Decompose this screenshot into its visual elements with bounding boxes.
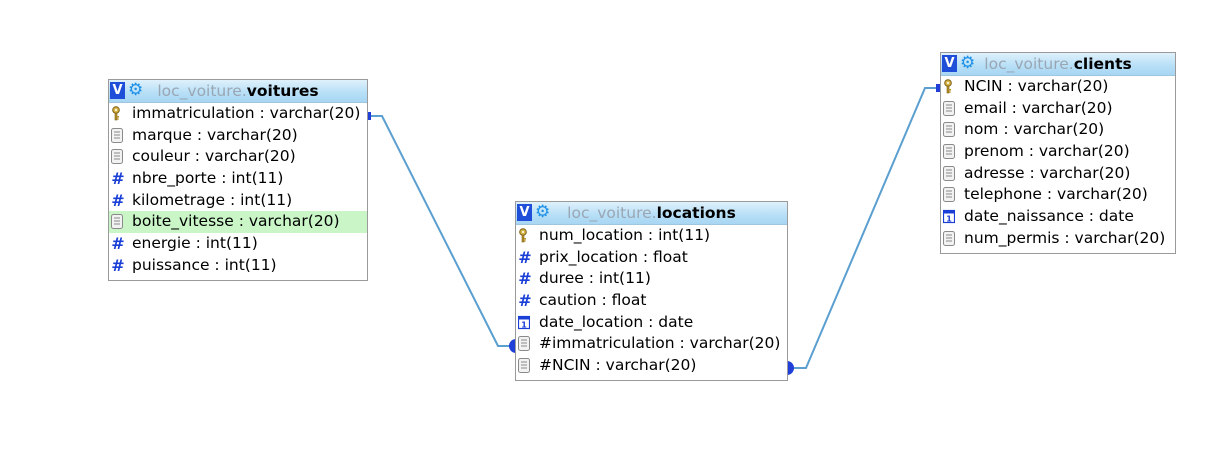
- key-icon: [518, 225, 532, 247]
- column-label: #NCIN : varchar(20): [539, 356, 697, 375]
- svg-text:1: 1: [521, 320, 527, 329]
- column-row[interactable]: # energie : int(11): [109, 233, 367, 255]
- relation-endpoint-voitures: [367, 112, 371, 120]
- column-label: telephone : varchar(20): [964, 185, 1148, 204]
- column-label: immatriculation : varchar(20): [132, 104, 361, 122]
- field-icon: [943, 119, 957, 141]
- column-label: nom : varchar(20): [964, 120, 1105, 139]
- relation-endpoint-clients: [936, 84, 940, 92]
- field-icon: [111, 125, 125, 147]
- hash-icon: #: [111, 255, 125, 275]
- date-icon: 1: [518, 312, 532, 334]
- column-label: caution : float: [539, 291, 647, 310]
- column-row[interactable]: #immatriculation : varchar(20): [516, 333, 787, 355]
- column-row[interactable]: couleur : varchar(20): [109, 146, 367, 168]
- field-icon: [111, 146, 125, 168]
- gear-icon[interactable]: ⚙: [128, 80, 144, 100]
- column-row[interactable]: # kilometrage : int(11): [109, 190, 367, 212]
- column-row[interactable]: NCIN : varchar(20): [941, 76, 1175, 98]
- relation-line-immatriculation: [370, 115, 512, 347]
- column-label: energie : int(11): [132, 234, 258, 253]
- column-row[interactable]: email : varchar(20): [941, 98, 1175, 120]
- column-label: nbre_porte : int(11): [132, 169, 284, 188]
- hash-icon: #: [518, 291, 532, 311]
- field-icon: [943, 98, 957, 120]
- column-row[interactable]: # prix_location : float: [516, 247, 787, 269]
- relation-endpoint-locations-immat: [509, 339, 516, 353]
- field-icon: [943, 163, 957, 185]
- column-row[interactable]: telephone : varchar(20): [941, 184, 1175, 206]
- hash-icon: #: [111, 190, 125, 210]
- table-header[interactable]: V ⚙ loc_voiture.voitures: [109, 80, 367, 103]
- column-label: marque : varchar(20): [132, 125, 298, 144]
- key-icon: [943, 76, 957, 98]
- column-label: date_location : date: [539, 312, 694, 331]
- field-icon: [111, 211, 125, 233]
- key-icon: [111, 103, 125, 125]
- table-locations[interactable]: V ⚙ loc_voiture.locations num_location :…: [515, 201, 788, 381]
- column-row[interactable]: 1 date_naissance : date: [941, 206, 1175, 228]
- hash-icon: #: [518, 247, 532, 267]
- column-label: NCIN : varchar(20): [964, 77, 1109, 95]
- table-clients[interactable]: V ⚙ loc_voiture.clients NCIN : varchar(2…: [940, 52, 1176, 254]
- column-label: adresse : varchar(20): [964, 163, 1131, 182]
- column-label: num_location : int(11): [539, 226, 711, 244]
- relation-line-ncin: [790, 87, 939, 369]
- column-row[interactable]: # caution : float: [516, 290, 787, 312]
- table-header[interactable]: V ⚙ loc_voiture.clients: [941, 53, 1175, 76]
- column-label: kilometrage : int(11): [132, 190, 293, 209]
- column-label: #immatriculation : varchar(20): [539, 334, 781, 353]
- column-row[interactable]: prenom : varchar(20): [941, 141, 1175, 163]
- field-icon: [943, 141, 957, 163]
- column-row[interactable]: num_location : int(11): [516, 225, 787, 247]
- field-icon: [943, 184, 957, 206]
- column-label: num_permis : varchar(20): [964, 228, 1166, 247]
- column-row[interactable]: immatriculation : varchar(20): [109, 103, 367, 125]
- hash-icon: #: [111, 234, 125, 254]
- column-label: boite_vitesse : varchar(20): [132, 212, 340, 231]
- column-label: date_naissance : date: [964, 207, 1134, 226]
- field-icon: [943, 228, 957, 250]
- svg-text:1: 1: [946, 214, 952, 223]
- field-icon: [518, 355, 532, 377]
- view-icon[interactable]: V: [110, 82, 125, 99]
- column-row[interactable]: 1 date_location : date: [516, 312, 787, 334]
- column-row[interactable]: # duree : int(11): [516, 268, 787, 290]
- table-voitures[interactable]: V ⚙ loc_voiture.voitures immatriculation…: [108, 79, 368, 281]
- table-title: loc_voiture.clients: [984, 55, 1132, 73]
- relation-endpoint-locations-ncin: [787, 361, 794, 375]
- table-title: loc_voiture.voitures: [157, 82, 319, 100]
- column-row[interactable]: # puissance : int(11): [109, 255, 367, 277]
- gear-icon[interactable]: ⚙: [535, 202, 551, 222]
- column-row[interactable]: num_permis : varchar(20): [941, 228, 1175, 250]
- column-row[interactable]: #NCIN : varchar(20): [516, 355, 787, 377]
- column-label: prix_location : float: [539, 247, 688, 266]
- view-icon[interactable]: V: [942, 55, 957, 72]
- table-header[interactable]: V ⚙ loc_voiture.locations: [516, 202, 787, 225]
- column-label: couleur : varchar(20): [132, 147, 296, 166]
- column-label: prenom : varchar(20): [964, 142, 1130, 161]
- column-row[interactable]: boite_vitesse : varchar(20): [109, 211, 367, 234]
- column-row[interactable]: marque : varchar(20): [109, 125, 367, 147]
- gear-icon[interactable]: ⚙: [960, 53, 976, 73]
- field-icon: [518, 333, 532, 355]
- column-row[interactable]: adresse : varchar(20): [941, 163, 1175, 185]
- view-icon[interactable]: V: [517, 204, 532, 221]
- column-label: puissance : int(11): [132, 255, 277, 274]
- column-row[interactable]: nom : varchar(20): [941, 119, 1175, 141]
- table-title: loc_voiture.locations: [567, 204, 736, 222]
- date-icon: 1: [943, 206, 957, 228]
- column-label: email : varchar(20): [964, 98, 1113, 117]
- column-label: duree : int(11): [539, 269, 651, 288]
- column-row[interactable]: # nbre_porte : int(11): [109, 168, 367, 190]
- hash-icon: #: [518, 269, 532, 289]
- hash-icon: #: [111, 169, 125, 189]
